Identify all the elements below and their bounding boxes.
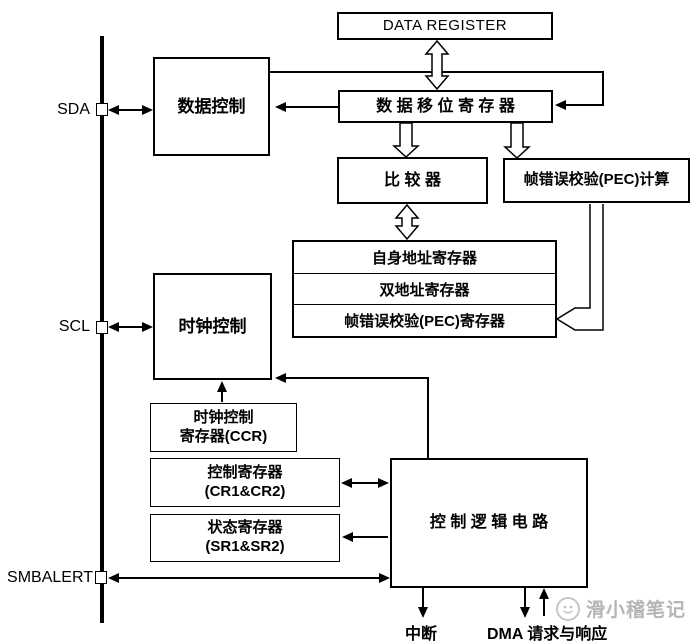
pin-label-sda: SDA xyxy=(57,101,90,118)
data-register-block: DATA REGISTER xyxy=(337,12,553,40)
pin-label-smbalert: SMBALERT xyxy=(7,569,93,586)
cr-label-line1: 控制寄存器 xyxy=(207,463,283,481)
ccr-label-line1: 时钟控制 xyxy=(193,408,254,426)
interrupt-label: 中断 xyxy=(405,626,438,643)
scl-pin xyxy=(96,321,108,334)
cr-label-line2: (CR1&CR2) xyxy=(204,482,286,500)
pec-register-row: 帧错误校验(PEC)寄存器 xyxy=(294,304,555,335)
sr-label-line1: 状态寄存器 xyxy=(207,519,283,537)
ccr-block: 时钟控制 寄存器(CCR) xyxy=(150,403,297,452)
pin-label-scl: SCL xyxy=(58,318,90,335)
dual-address-register-row: 双地址寄存器 xyxy=(294,273,555,304)
address-register-stack: 自身地址寄存器 双地址寄存器 帧错误校验(PEC)寄存器 xyxy=(292,240,557,338)
own-address-register-row: 自身地址寄存器 xyxy=(371,250,477,267)
smbalert-pin xyxy=(95,571,107,584)
comparator-block: 比 较 器 xyxy=(337,157,488,204)
watermark-face-icon xyxy=(556,596,580,621)
hollow-arrows xyxy=(392,39,604,331)
clock-control-block: 时钟控制 xyxy=(153,273,272,380)
solid-arrowheads xyxy=(108,100,566,618)
sr-block: 状态寄存器 (SR1&SR2) xyxy=(150,514,340,562)
cr-block: 控制寄存器 (CR1&CR2) xyxy=(150,458,340,507)
sr-label-line2: (SR1&SR2) xyxy=(205,538,285,555)
dma-label: DMA 请求与响应 xyxy=(487,626,608,643)
data-control-block: 数据控制 xyxy=(153,57,270,156)
watermark: 滑小稽笔记 xyxy=(556,595,686,622)
pec-calc-block: 帧错误校验(PEC)计算 xyxy=(503,158,690,203)
sda-pin xyxy=(96,103,108,116)
watermark-text: 滑小稽笔记 xyxy=(586,600,687,621)
shift-register-block: 数 据 移 位 寄 存 器 xyxy=(338,90,553,123)
control-logic-block: 控 制 逻 辑 电 路 xyxy=(390,458,588,588)
ccr-label-line2: 寄存器(CCR) xyxy=(179,427,268,445)
